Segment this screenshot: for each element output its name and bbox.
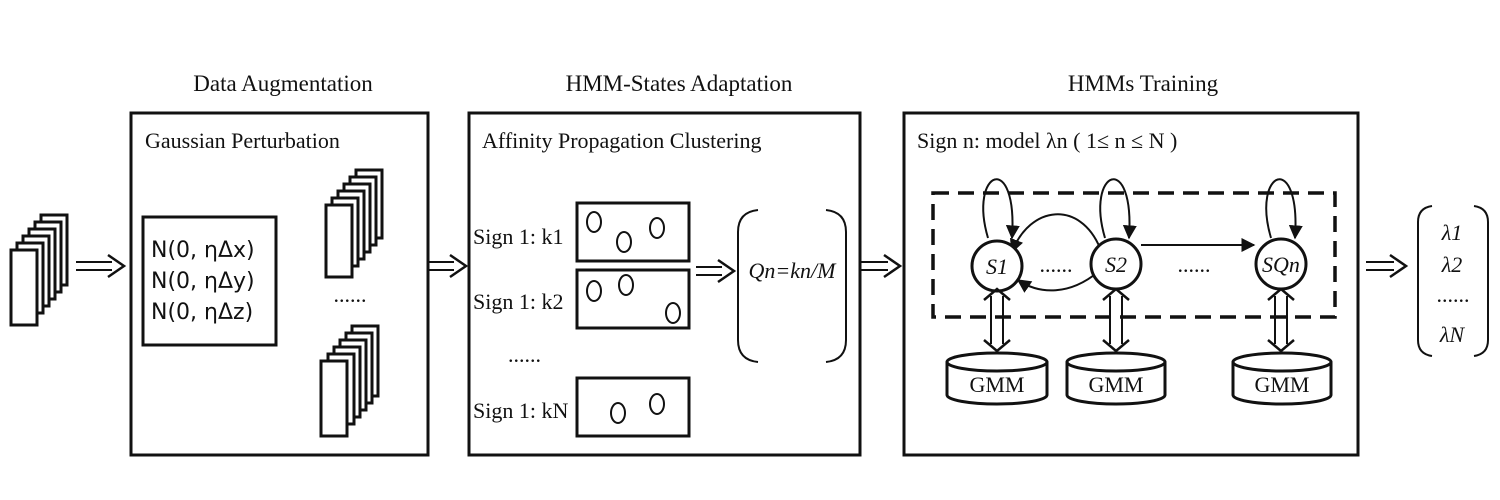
cluster-point (665, 302, 681, 324)
arrow-training-to-output (1366, 253, 1409, 279)
self-loop-s1 (982, 178, 1020, 240)
output-lambda-1: λ1 (1441, 220, 1463, 245)
state-s1 (970, 239, 1024, 293)
output-left-bracket (1417, 205, 1433, 357)
cluster-point (649, 393, 665, 415)
training-subtitle: Sign n: model λn ( 1≤ n ≤ N ) (917, 128, 1177, 153)
link-sq-gmm (1267, 287, 1295, 353)
section-title-training: HMMs Training (1068, 71, 1219, 96)
state-s2-label: S2 (1105, 252, 1127, 277)
gmm-cylinder-1 (945, 351, 1049, 406)
output-ellipsis: ...... (1437, 282, 1470, 307)
adaptation-subtitle: Affinity Propagation Clustering (482, 128, 761, 153)
link-s1-gmm (983, 287, 1011, 353)
output-right-bracket (1473, 205, 1489, 357)
hmm-dashed-frame (931, 191, 1337, 319)
cluster-box-2 (575, 268, 691, 330)
transition-s2-to-s1-lower (1016, 271, 1099, 293)
cluster-point (586, 211, 602, 233)
augmented-frame-stack-top (324, 168, 384, 279)
gmm-label-q: GMM (1254, 372, 1309, 397)
output-lambda-n: λN (1439, 322, 1466, 347)
gaussian-z: N(0, ηΔz) (151, 300, 253, 325)
gaussian-x: N(0, ηΔx) (151, 238, 255, 263)
gmm-cylinder-2 (1065, 351, 1167, 406)
input-frame-stack (9, 213, 69, 327)
state-ellipsis-2: ...... (1178, 252, 1211, 277)
gmm-label-1: GMM (969, 372, 1024, 397)
augmentation-subtitle: Gaussian Perturbation (145, 128, 340, 153)
link-s2-gmm (1102, 287, 1130, 353)
arrow-input-to-augmentation (76, 253, 127, 279)
gaussian-box (141, 215, 278, 347)
output-lambda-2: λ2 (1441, 252, 1463, 277)
cluster-point (616, 231, 632, 253)
state-s1-label: S1 (986, 254, 1008, 279)
arrow-adaptation-to-training (861, 253, 903, 279)
self-loop-sq (1265, 178, 1303, 240)
cluster-box-n (575, 376, 691, 438)
gaussian-y: N(0, ηΔy) (151, 269, 255, 294)
section-title-adaptation: HMM-States Adaptation (566, 71, 793, 96)
arrow-clusters-to-formula (696, 258, 737, 284)
formula-left-bracket (737, 209, 759, 363)
gmm-cylinder-q (1231, 351, 1333, 406)
formula-qn: Qn=kn/M (749, 258, 838, 283)
state-ellipsis-1: ...... (1040, 252, 1073, 277)
cluster-point (586, 280, 602, 302)
cluster-ellipsis: ...... (508, 342, 541, 367)
arrow-augmentation-to-adaptation (429, 253, 469, 279)
cluster-label-1: Sign 1: k1 (473, 224, 563, 249)
formula-right-bracket (825, 209, 847, 363)
augmented-frame-stack-bottom (319, 324, 380, 438)
transition-s2-to-s1 (1009, 213, 1101, 254)
frames-ellipsis: ...... (334, 282, 367, 307)
cluster-point (649, 217, 665, 239)
self-loop-s2 (1099, 178, 1137, 240)
cluster-label-n: Sign 1: kN (473, 398, 568, 423)
gmm-label-2: GMM (1088, 372, 1143, 397)
cluster-point (610, 402, 626, 424)
state-sq-label: SQn (1262, 252, 1300, 277)
cluster-point (618, 274, 634, 296)
section-title-augmentation: Data Augmentation (193, 71, 373, 96)
cluster-label-2: Sign 1: k2 (473, 289, 563, 314)
